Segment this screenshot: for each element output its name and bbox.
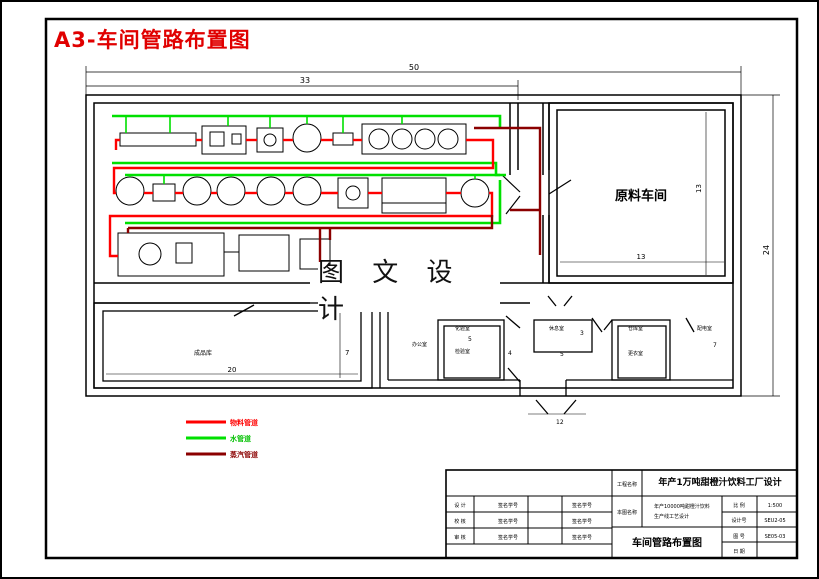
tb-drawing-name-2: 生产线工艺设计 — [654, 513, 689, 520]
room-bottom-left: 成品库 — [194, 349, 212, 357]
tb-scale-value: 1:500 — [768, 503, 782, 509]
tb-sign-6: 签名学号 — [572, 534, 592, 541]
tb-scale-label: 比 例 — [733, 502, 745, 509]
tb-role-design: 设 计 — [454, 502, 466, 509]
room-quality-b: 检验室 — [455, 348, 470, 355]
dim-raw-height: 13 — [695, 184, 703, 193]
tb-drawing-name-1: 年产10000吨甜橙汁饮料 — [654, 503, 710, 510]
room-small-c: 休息室 — [549, 325, 564, 332]
building-walls — [85, 94, 742, 397]
tb-role-audit: 审 核 — [454, 534, 466, 541]
room-raw-material: 原料车间 — [615, 188, 667, 204]
room-right-small: 配电室 — [697, 325, 712, 332]
tb-design-no-label: 设计号 — [731, 517, 746, 524]
tb-sign-5: 签名学号 — [572, 518, 592, 525]
dim-small-4: 4 — [508, 350, 512, 357]
dim-bottom-left-height: 7 — [345, 349, 349, 357]
legend-label-material: 物料管道 — [230, 418, 258, 427]
equipment-row-2 — [115, 176, 490, 214]
dim-entrance-12: 12 — [556, 419, 564, 426]
dim-overall-label: 50 — [409, 63, 419, 72]
tb-sign-2: 签名学号 — [498, 518, 518, 525]
bottom-right-walls — [379, 295, 733, 415]
legend: 物料管道 水管道 蒸汽管道 — [186, 418, 258, 459]
dim-raw-width: 13 — [637, 253, 646, 261]
tb-sign-3: 签名学号 — [498, 534, 518, 541]
tb-project-label: 工程名称 — [617, 481, 637, 488]
dim-bottom-left-width: 20 — [228, 366, 237, 374]
material-pipes — [108, 138, 495, 258]
page-title: A3-车间管路布置图 — [54, 28, 251, 52]
dimension-height: 24 — [741, 94, 780, 397]
dimension-overall: 50 — [85, 63, 742, 95]
dim-right-7: 7 — [713, 342, 717, 349]
tb-design-no: SEU2-05 — [764, 518, 785, 524]
tb-role-check: 校 核 — [454, 518, 466, 525]
water-pipes — [112, 114, 506, 225]
tb-main-title: 车间管路布置图 — [632, 536, 702, 549]
tb-sign-1: 签名学号 — [498, 502, 518, 509]
title-block — [445, 469, 798, 559]
tb-drawing-label: 本图名称 — [617, 509, 637, 516]
tb-project-name: 年产1万吨甜橙汁饮料工厂设计 — [658, 476, 781, 488]
steam-pipes — [126, 126, 542, 262]
divider-doors — [501, 174, 572, 215]
legend-label-steam: 蒸汽管道 — [230, 450, 258, 459]
watermark-label: 图 文 设 计 — [318, 258, 500, 325]
inner-frame — [44, 17, 799, 560]
room-office-left: 办公室 — [412, 341, 427, 348]
dim-height-label: 24 — [762, 245, 771, 255]
title-block-text: 工程名称 年产1万吨甜橙汁饮料工厂设计 本图名称 年产10000吨甜橙汁饮料 生… — [454, 476, 785, 555]
dim-small-5a: 5 — [468, 336, 472, 343]
dim-left-label: 33 — [300, 76, 310, 85]
tb-sheet-label: 图 号 — [733, 534, 745, 540]
tb-date-label: 日 期 — [733, 549, 745, 555]
tb-sheet-value: SE05-03 — [765, 534, 786, 540]
raw-room-dims: 13 13 — [560, 112, 724, 275]
room-quality-a: 化验室 — [455, 325, 470, 332]
equipment-row-3 — [117, 232, 331, 277]
dim-small-3: 3 — [580, 330, 584, 337]
dimension-left: 33 — [86, 76, 519, 100]
bottom-left-room — [93, 302, 373, 389]
room-quality-d: 更衣室 — [628, 350, 643, 357]
legend-label-water: 水管道 — [230, 434, 251, 443]
dim-small-5b: 5 — [560, 351, 564, 358]
tb-sign-4: 签名学号 — [572, 502, 592, 509]
room-quality-e: 仓库室 — [628, 325, 643, 332]
